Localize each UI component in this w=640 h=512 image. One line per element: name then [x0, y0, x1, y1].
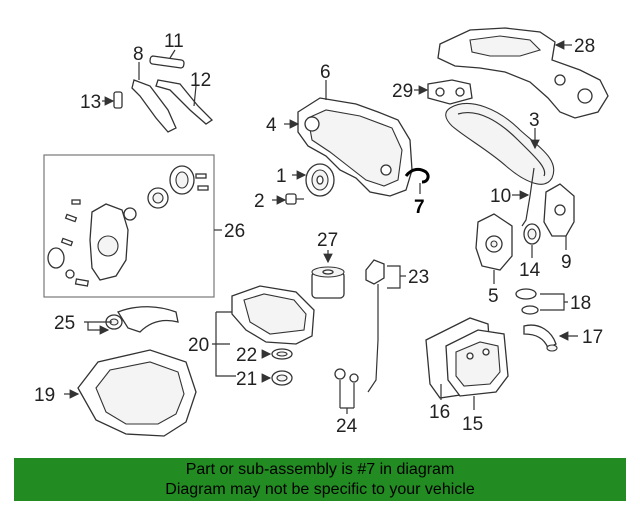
- callout-13[interactable]: 13: [80, 92, 101, 113]
- oil-pump-group-box: [43, 154, 215, 298]
- callout-19[interactable]: 19: [34, 385, 55, 406]
- callout-5[interactable]: 5: [488, 286, 499, 307]
- callout-28[interactable]: 28: [574, 36, 595, 57]
- drain-plug-part: [271, 370, 293, 386]
- oil-filter-part: [311, 266, 345, 299]
- cam-cover-5-part: [475, 213, 513, 271]
- timing-belt-part: [445, 103, 555, 185]
- callout-4[interactable]: 4: [266, 115, 277, 136]
- seal-14-part: [523, 223, 541, 245]
- callout-29[interactable]: 29: [392, 81, 413, 102]
- callout-20[interactable]: 20: [188, 335, 209, 356]
- callout-7-highlighted[interactable]: 7: [414, 197, 425, 218]
- washer-22-part: [271, 348, 293, 360]
- intake-manifold-part: [437, 27, 609, 119]
- oil-pan-part: [77, 349, 197, 437]
- pin-10-part: [521, 167, 535, 227]
- callout-6[interactable]: 6: [320, 62, 331, 83]
- callout-1[interactable]: 1: [276, 166, 287, 187]
- callout-25[interactable]: 25: [54, 313, 75, 334]
- oil-strainer-part: [105, 306, 179, 333]
- oil-filler-part: [365, 259, 385, 393]
- callout-8[interactable]: 8: [133, 44, 144, 65]
- callout-2[interactable]: 2: [254, 191, 265, 212]
- callout-23[interactable]: 23: [408, 267, 429, 288]
- hose-17-part: [523, 324, 558, 352]
- clip-7-part: [404, 167, 430, 184]
- notice-line-1: Part or sub-assembly is #7 in diagram: [185, 461, 455, 478]
- notice-line-2: Diagram may not be specific to your vehi…: [165, 481, 475, 498]
- vehicle-fit-notice-banner: Part or sub-assembly is #7 in diagram Di…: [14, 458, 626, 501]
- callout-17[interactable]: 17: [582, 327, 603, 348]
- parts-diagram: 28 29 3 11 8 12 13 6 4: [34, 27, 609, 437]
- callout-16[interactable]: 16: [429, 402, 450, 423]
- callout-18[interactable]: 18: [570, 293, 591, 314]
- callout-9[interactable]: 9: [561, 252, 572, 273]
- callout-26[interactable]: 26: [224, 221, 245, 242]
- callout-24[interactable]: 24: [336, 416, 358, 437]
- callout-12[interactable]: 12: [190, 70, 211, 91]
- tensioner-bracket-12-part: [155, 79, 214, 125]
- oil-pan-upper-part: [231, 285, 315, 345]
- valve-cover-part: [425, 317, 509, 399]
- bolt-2-part: [285, 193, 304, 205]
- callout-27[interactable]: 27: [317, 230, 338, 251]
- callout-3[interactable]: 3: [529, 110, 540, 131]
- callout-15[interactable]: 15: [462, 414, 483, 435]
- callout-14[interactable]: 14: [519, 260, 541, 281]
- idler-13-part: [113, 91, 123, 109]
- gasket-29-part: [427, 79, 473, 105]
- callout-11[interactable]: 11: [164, 31, 184, 52]
- callout-22[interactable]: 22: [236, 345, 257, 366]
- cover-9-part: [543, 183, 575, 237]
- callout-21[interactable]: 21: [236, 369, 257, 390]
- tensioner-bracket-8-part: [131, 79, 177, 133]
- belt-guide-11-part: [149, 55, 185, 69]
- o-rings-24-part: [334, 368, 359, 383]
- callout-10[interactable]: 10: [490, 186, 511, 207]
- oil-cap-18-part: [515, 288, 539, 315]
- crank-pulley-part: [305, 163, 335, 197]
- timing-cover-part: [297, 97, 413, 197]
